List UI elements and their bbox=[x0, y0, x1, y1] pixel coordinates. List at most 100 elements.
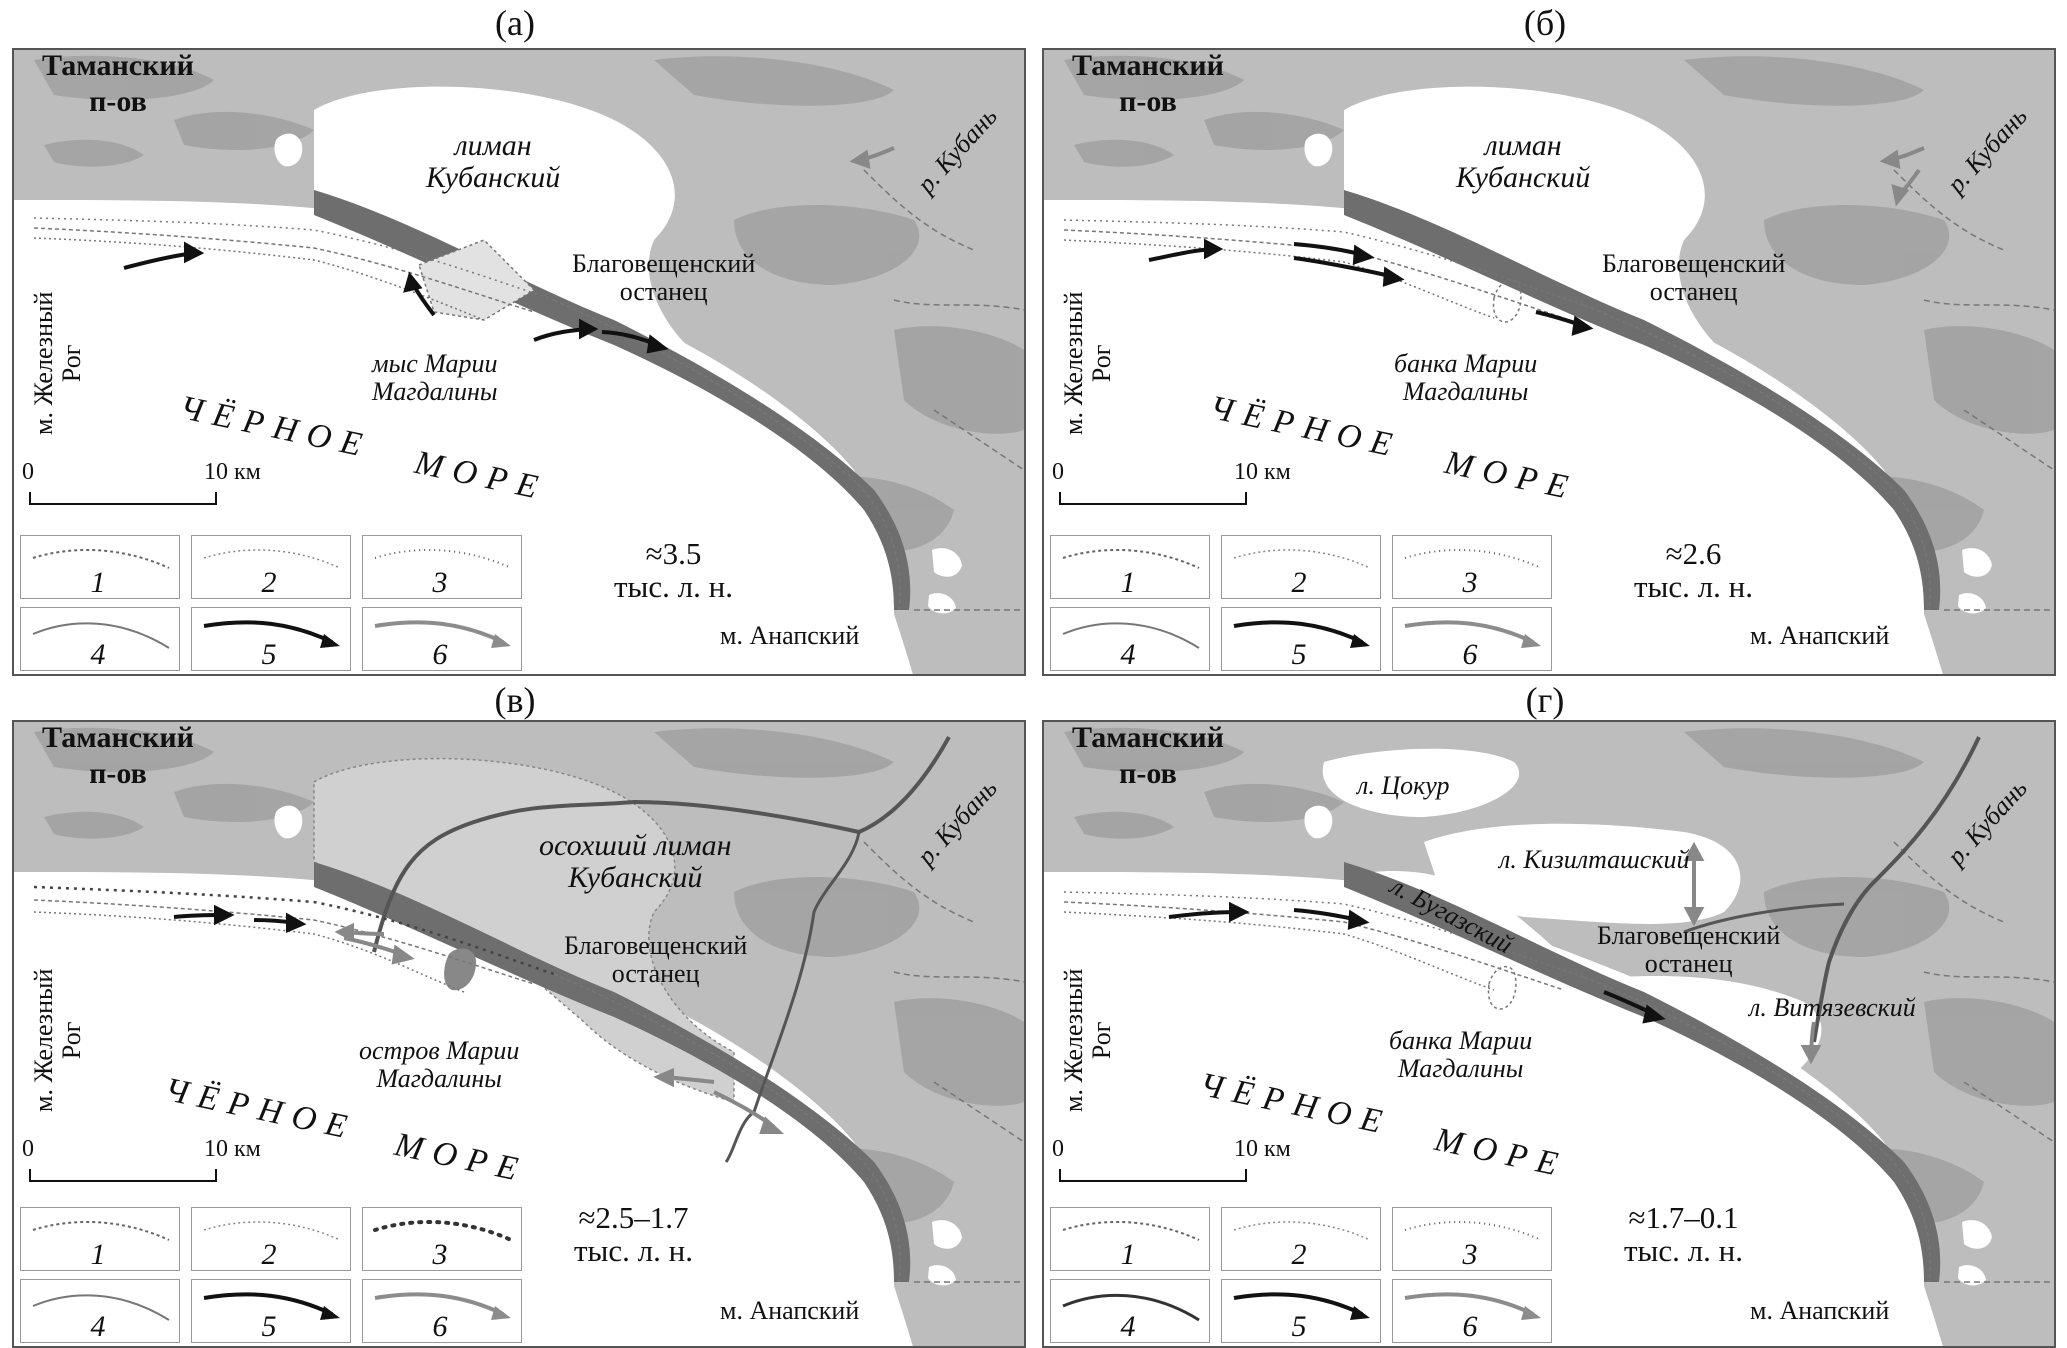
legend-number: 1 bbox=[1120, 566, 1136, 599]
legend-number: 6 bbox=[432, 1310, 448, 1343]
legend-number: 3 bbox=[432, 1238, 448, 1271]
scale-ten: 10 км bbox=[204, 1136, 261, 1162]
sediment-arrows bbox=[1148, 238, 1594, 336]
legend-number: 4 bbox=[1120, 1310, 1136, 1343]
legend-item-6: 6 bbox=[1392, 607, 1552, 671]
kuban-channel-2 bbox=[1683, 902, 1845, 934]
scale-bar bbox=[29, 1169, 217, 1182]
panel-b-title: (б) bbox=[1523, 3, 1567, 43]
panel-v-map bbox=[14, 722, 1024, 1346]
legend-number: 5 bbox=[261, 638, 277, 671]
river-arrows bbox=[1879, 146, 1925, 207]
legend-number: 2 bbox=[1291, 1238, 1307, 1271]
cape-anapa-label: м. Анапский bbox=[720, 1296, 860, 1325]
sediment-arrows bbox=[173, 904, 307, 934]
sediment-arrows bbox=[1168, 901, 1666, 1024]
legend-item-6: 6 bbox=[362, 607, 522, 671]
lake-vityazev-label: л. Витязевский bbox=[1749, 993, 1916, 1022]
legend-item-4: 4 bbox=[1050, 607, 1210, 671]
scale-zero: 0 bbox=[1052, 459, 1064, 485]
legend-item-2: 2 bbox=[191, 535, 351, 599]
legend-number: 3 bbox=[432, 566, 448, 599]
legend-item-5: 5 bbox=[1221, 1279, 1381, 1343]
scale-zero: 0 bbox=[22, 1136, 34, 1162]
legend-item-5: 5 bbox=[1221, 607, 1381, 671]
scale-bar bbox=[29, 492, 217, 505]
legend-number: 6 bbox=[432, 638, 448, 671]
legend-number: 5 bbox=[1291, 638, 1307, 671]
legend-number: 6 bbox=[1462, 638, 1478, 671]
lake-kiziltash bbox=[1424, 823, 1741, 924]
legend-number: 4 bbox=[90, 1310, 106, 1343]
legend-number: 5 bbox=[261, 1310, 277, 1343]
legend-item-6: 6 bbox=[1392, 1279, 1552, 1343]
panel-b-map bbox=[1044, 50, 2054, 674]
legend-number: 3 bbox=[1462, 1238, 1478, 1271]
legend-item-5: 5 bbox=[191, 607, 351, 671]
grey-arrows bbox=[334, 922, 785, 1134]
legend-number: 2 bbox=[261, 1238, 277, 1271]
cape-anapa-label: м. Анапский bbox=[1750, 621, 1890, 650]
panel-g-title: (г) bbox=[1525, 680, 1565, 720]
scale-ten: 10 км bbox=[1234, 459, 1291, 485]
legend-item-1: 1 bbox=[1050, 535, 1210, 599]
panel-a-map bbox=[14, 50, 1024, 674]
panel-a-title: (а) bbox=[495, 3, 535, 43]
cape-anapa-label: м. Анапский bbox=[1750, 1296, 1890, 1325]
scale-zero: 0 bbox=[1052, 1136, 1064, 1162]
panel-g-map bbox=[1044, 722, 2054, 1346]
legend: 1 2 3 4 5 6 bbox=[1050, 1207, 1560, 1343]
lake-kiziltash-label: л. Кизилташский bbox=[1499, 845, 1690, 874]
legend-number: 2 bbox=[1291, 566, 1307, 599]
legend-number: 5 bbox=[1291, 1310, 1307, 1343]
lake-tsokur-label: л. Цокур bbox=[1357, 771, 1450, 800]
grey-arrows bbox=[1683, 841, 1822, 1065]
legend-item-6: 6 bbox=[362, 1279, 522, 1343]
legend-number: 4 bbox=[90, 638, 106, 671]
bank-magdalina bbox=[1492, 279, 1522, 323]
legend-item-1: 1 bbox=[20, 535, 180, 599]
cape-anapa-label: м. Анапский bbox=[720, 621, 860, 650]
scale-bar bbox=[1059, 1169, 1247, 1182]
scale-ten: 10 км bbox=[204, 459, 261, 485]
legend-number: 1 bbox=[90, 1238, 106, 1271]
kuban-river-channel bbox=[372, 736, 951, 953]
kuban-river-channel bbox=[1812, 736, 1981, 1043]
legend: 1 2 3 4 5 6 bbox=[20, 535, 530, 671]
legend-item-2: 2 bbox=[1221, 535, 1381, 599]
legend-item-1: 1 bbox=[20, 1207, 180, 1271]
legend-number: 2 bbox=[261, 566, 277, 599]
island-magdalina bbox=[444, 948, 476, 991]
legend-item-3: 3 bbox=[362, 535, 522, 599]
panel-v-title: (в) bbox=[494, 680, 536, 720]
kuban-branch bbox=[724, 831, 861, 1163]
legend: 1 2 3 4 5 6 bbox=[20, 1207, 530, 1343]
sediment-arrows bbox=[123, 241, 669, 354]
legend-item-1: 1 bbox=[1050, 1207, 1210, 1271]
legend-item-3: 3 bbox=[362, 1207, 522, 1271]
legend-item-2: 2 bbox=[1221, 1207, 1381, 1271]
legend-number: 1 bbox=[1120, 1238, 1136, 1271]
legend-number: 1 bbox=[90, 566, 106, 599]
legend-item-2: 2 bbox=[191, 1207, 351, 1271]
lake-tsokur bbox=[1322, 748, 1520, 817]
legend-item-4: 4 bbox=[1050, 1279, 1210, 1343]
